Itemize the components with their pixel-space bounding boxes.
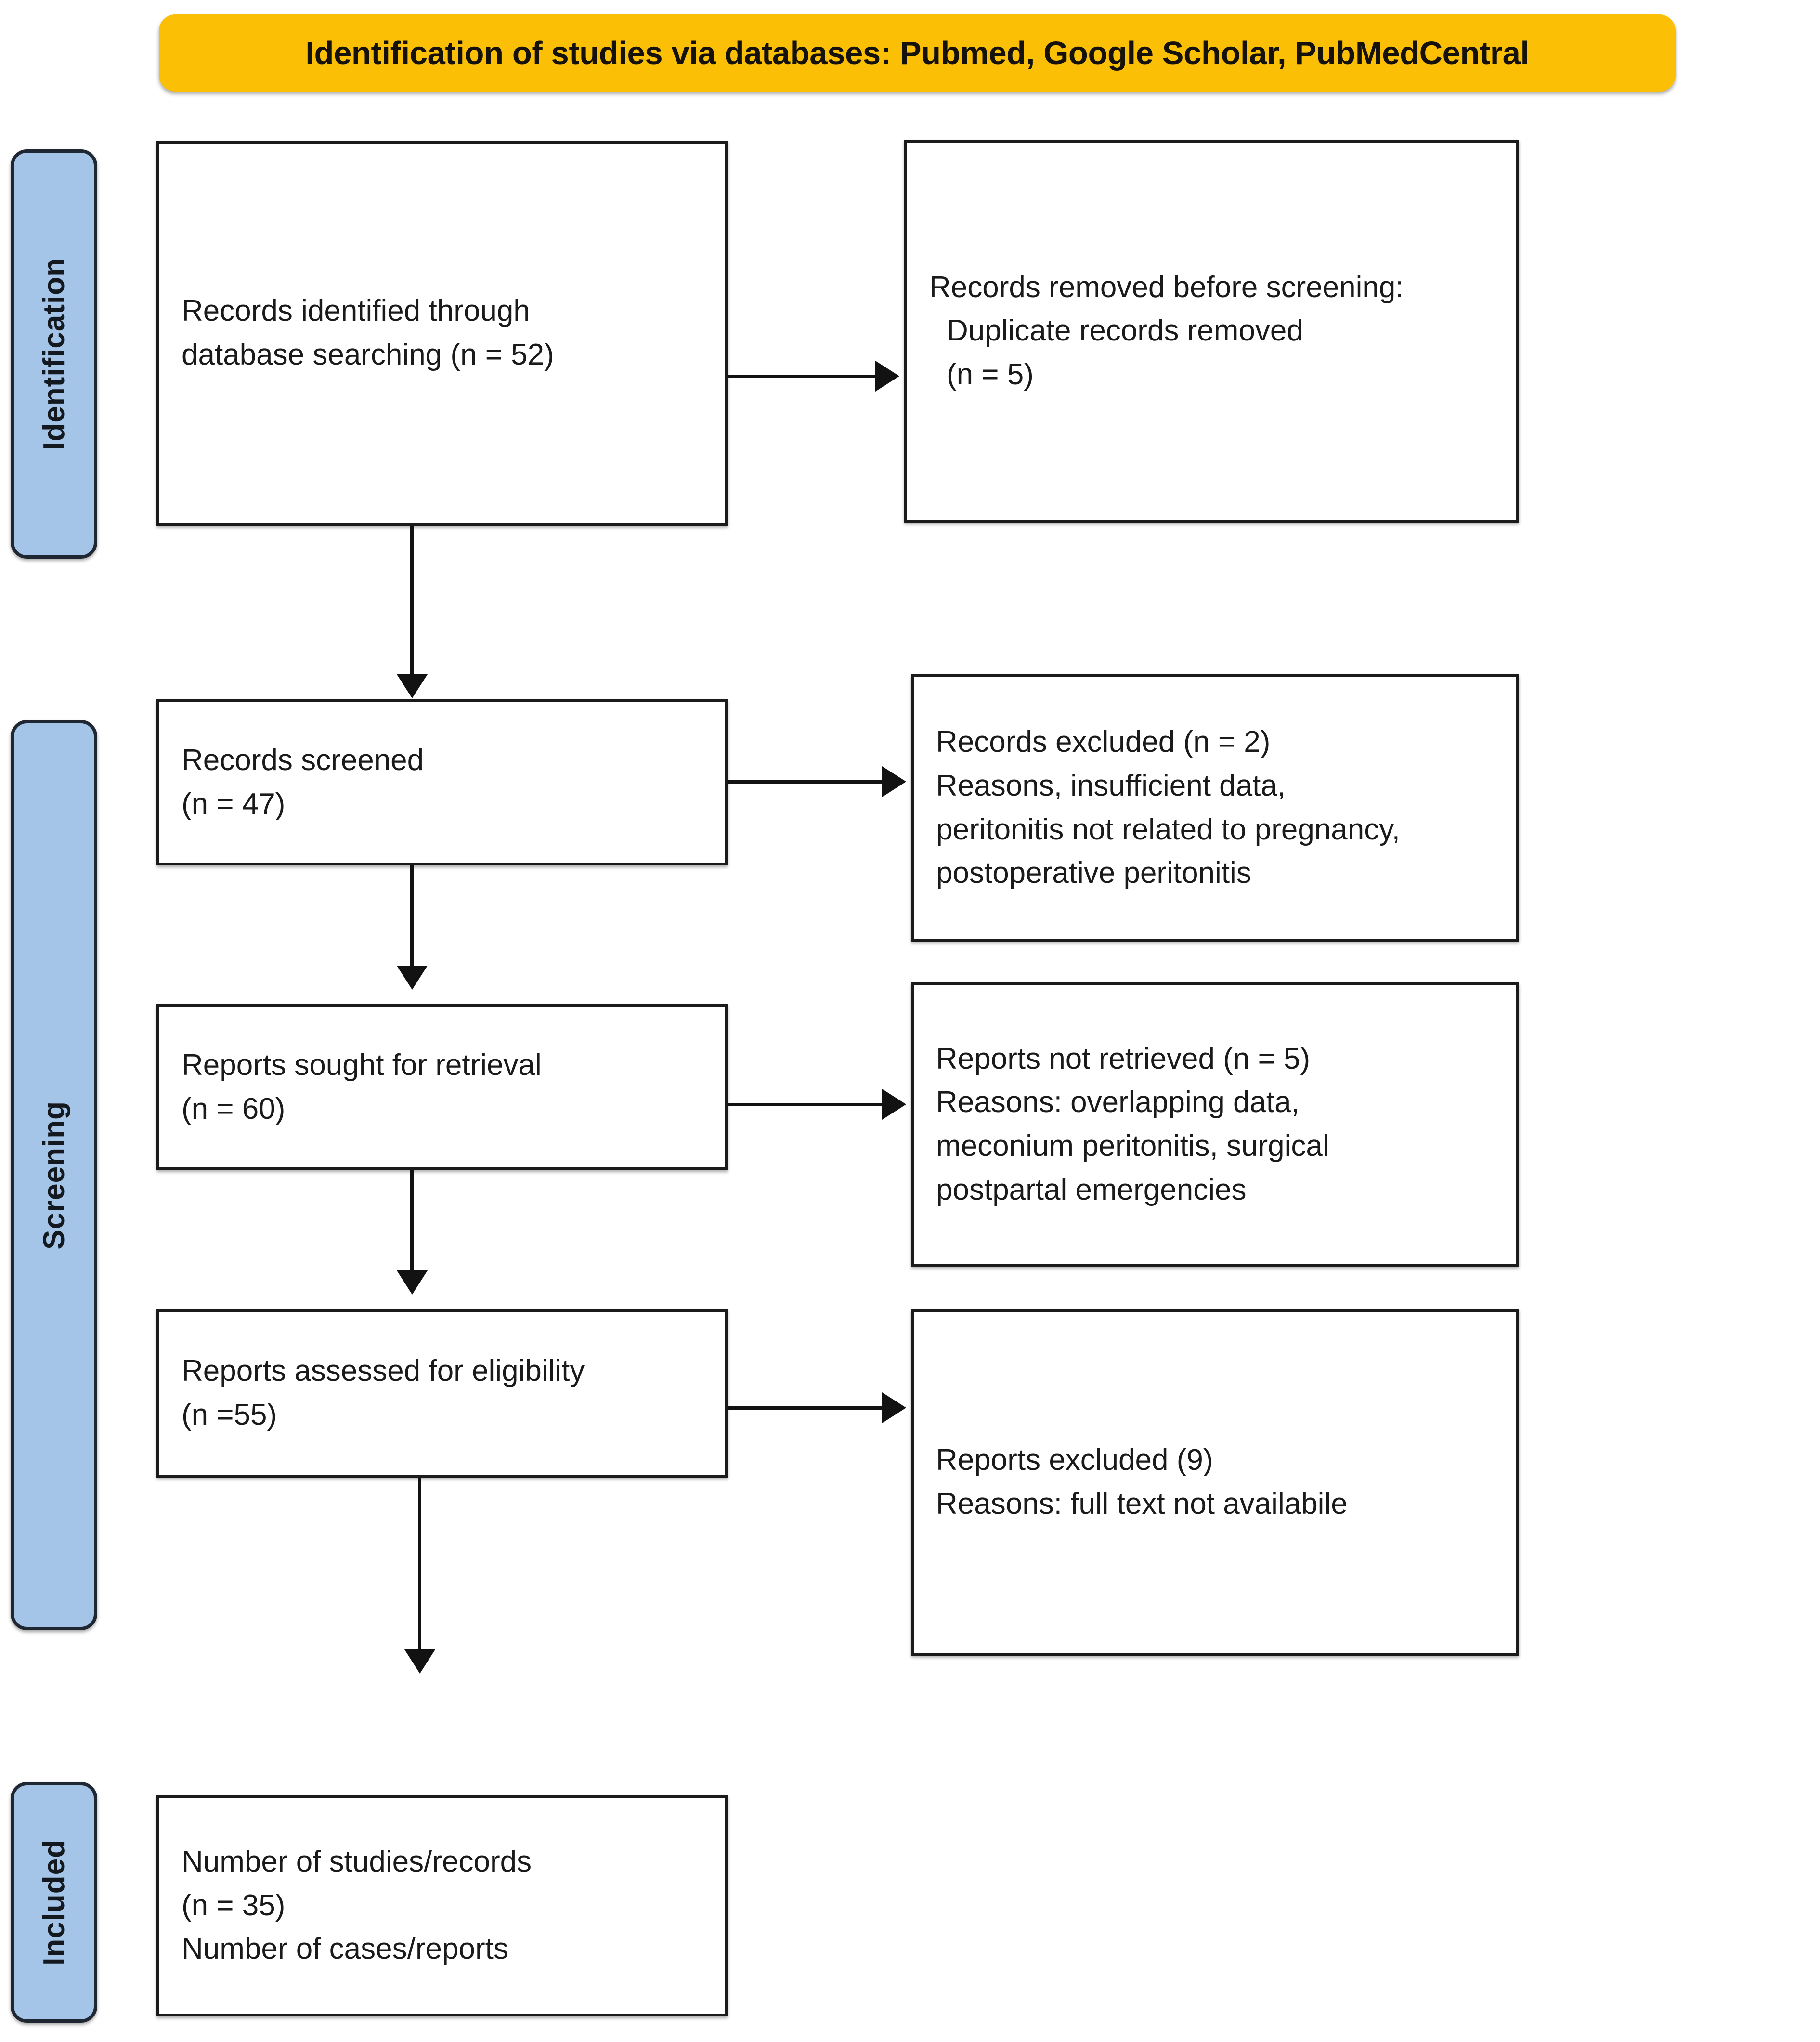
reports-sought-line-1: Reports sought for retrieval [182, 1048, 542, 1082]
connector-screened-to-excluded [728, 780, 884, 784]
connector-screened-to-sought [410, 865, 414, 969]
box-records-excluded: Records excluded (n = 2) Reasons, insuff… [911, 674, 1519, 942]
stage-bar-screening: Screening [11, 720, 97, 1630]
box-reports-not-retrieved: Reports not retrieved (n = 5) Reasons: o… [911, 982, 1519, 1267]
stage-label-identification: Identification [37, 258, 71, 450]
reports-excluded-line-1: Reports excluded (9) [936, 1443, 1213, 1477]
arrowhead-screened-to-sought [397, 966, 428, 990]
included-studies-line-1: Number of studies/records [182, 1845, 532, 1879]
records-screened-line-2: (n = 47) [182, 787, 286, 821]
reports-not-retrieved-line-4: postpartal emergencies [936, 1173, 1247, 1206]
connector-assessed-to-excluded [728, 1406, 884, 1410]
records-removed-heading-suffix: : [1395, 270, 1404, 304]
connector-assessed-to-included [418, 1478, 421, 1653]
arrowhead-identified-to-removed [875, 361, 899, 392]
arrowhead-sought-to-assessed [397, 1270, 428, 1295]
reports-not-retrieved-line-1: Reports not retrieved (n = 5) [936, 1042, 1311, 1075]
records-removed-heading-prefix: Records removed [929, 270, 1173, 304]
connector-sought-to-assessed [410, 1170, 414, 1274]
connector-identified-to-removed [728, 375, 877, 378]
records-excluded-line-1: Records excluded (n = 2) [936, 725, 1271, 759]
records-excluded-line-2: Reasons, insufficient data, [936, 769, 1286, 802]
records-identified-line-2: database searching (n = 52) [182, 338, 554, 371]
records-excluded-line-4: postoperative peritonitis [936, 856, 1251, 890]
records-removed-heading: Records removed before screening: [929, 266, 1494, 310]
connector-sought-to-not-retrieved [728, 1103, 884, 1106]
stage-bar-included: Included [11, 1782, 97, 2023]
arrowhead-sought-to-not-retrieved [882, 1089, 906, 1120]
stage-label-included: Included [37, 1839, 71, 1966]
connector-identified-to-screened [410, 526, 414, 678]
box-records-screened: Records screened (n = 47) [156, 699, 728, 865]
box-records-identified: Records identified through database sear… [156, 141, 728, 526]
reports-not-retrieved-line-2: Reasons: overlapping data, [936, 1086, 1300, 1119]
records-removed-heading-italic: before screening [1173, 270, 1396, 304]
records-excluded-line-3: peritonitis not related to pregnancy, [936, 812, 1400, 846]
records-removed-line-3: (n = 5) [947, 357, 1034, 391]
arrowhead-assessed-to-excluded [882, 1392, 906, 1423]
box-records-removed: Records removed before screening: Duplic… [904, 140, 1519, 523]
diagram-title-banner: Identification of studies via databases:… [159, 14, 1676, 92]
stage-label-screening: Screening [37, 1100, 71, 1250]
reports-assessed-line-1: Reports assessed for eligibility [182, 1354, 585, 1388]
included-studies-line-3: Number of cases/reports [182, 1932, 508, 1966]
arrowhead-screened-to-excluded [882, 766, 906, 797]
stage-bar-identification: Identification [11, 149, 97, 559]
reports-not-retrieved-line-3: meconium peritonitis, surgical [936, 1129, 1329, 1163]
records-screened-line-1: Records screened [182, 743, 424, 777]
box-included-studies: Number of studies/records (n = 35) Numbe… [156, 1795, 728, 2016]
diagram-title-text: Identification of studies via databases:… [305, 35, 1529, 71]
included-studies-line-2: (n = 35) [182, 1888, 286, 1922]
arrowhead-assessed-to-included [404, 1649, 435, 1674]
arrowhead-identified-to-screened [397, 674, 428, 698]
reports-assessed-line-2: (n =55) [182, 1398, 277, 1431]
box-reports-assessed: Reports assessed for eligibility (n =55) [156, 1309, 728, 1478]
box-reports-excluded: Reports excluded (9) Reasons: full text … [911, 1309, 1519, 1656]
box-reports-sought: Reports sought for retrieval (n = 60) [156, 1004, 728, 1170]
reports-excluded-line-2: Reasons: full text not availabile [936, 1487, 1348, 1520]
records-identified-line-1: Records identified through [182, 294, 530, 328]
reports-sought-line-2: (n = 60) [182, 1092, 286, 1126]
records-removed-line-2: Duplicate records removed [947, 314, 1303, 348]
